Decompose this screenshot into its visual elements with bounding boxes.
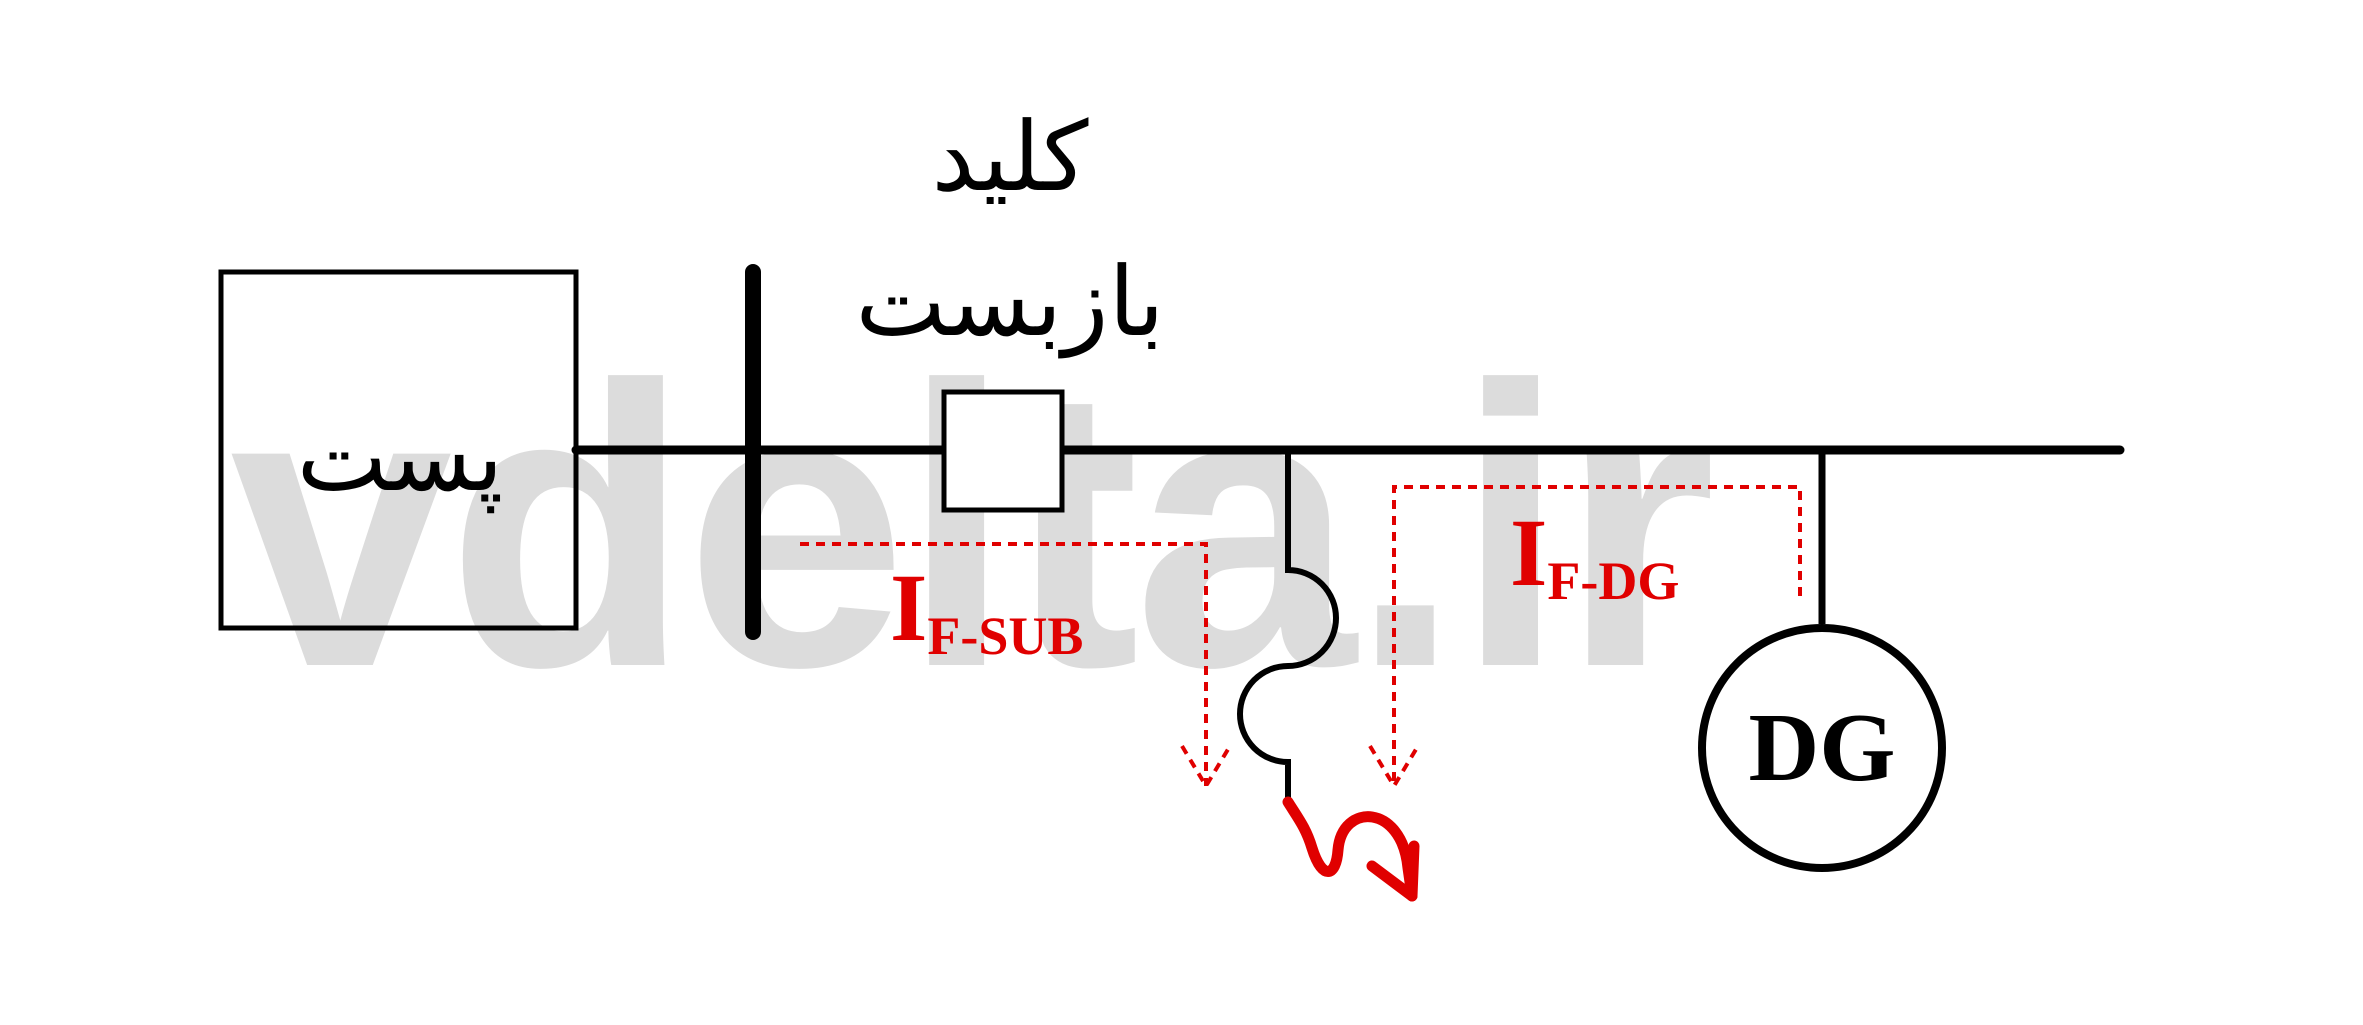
- fault-arrowhead: [1366, 840, 1420, 902]
- recloser-label-line1: کلید: [932, 101, 1089, 213]
- dg-label: DG: [1749, 694, 1896, 802]
- recloser-box: [941, 389, 1065, 513]
- substation-fault-current-path: [800, 542, 1208, 786]
- recloser-label-line2: بازبست: [856, 246, 1165, 359]
- substation-fault-current-label: IF-SUB: [890, 554, 1083, 666]
- substation-label: پست: [297, 401, 504, 514]
- dg-generator-circle: [1698, 624, 1946, 872]
- dg-fault-current-label: IF-DG: [1510, 499, 1679, 611]
- fault-symbol: [1282, 796, 1418, 902]
- dg-fault-current-path: [1392, 485, 1802, 784]
- watermark-text: vdelta.ir: [230, 303, 1710, 750]
- lateral-branch: [1237, 450, 1339, 800]
